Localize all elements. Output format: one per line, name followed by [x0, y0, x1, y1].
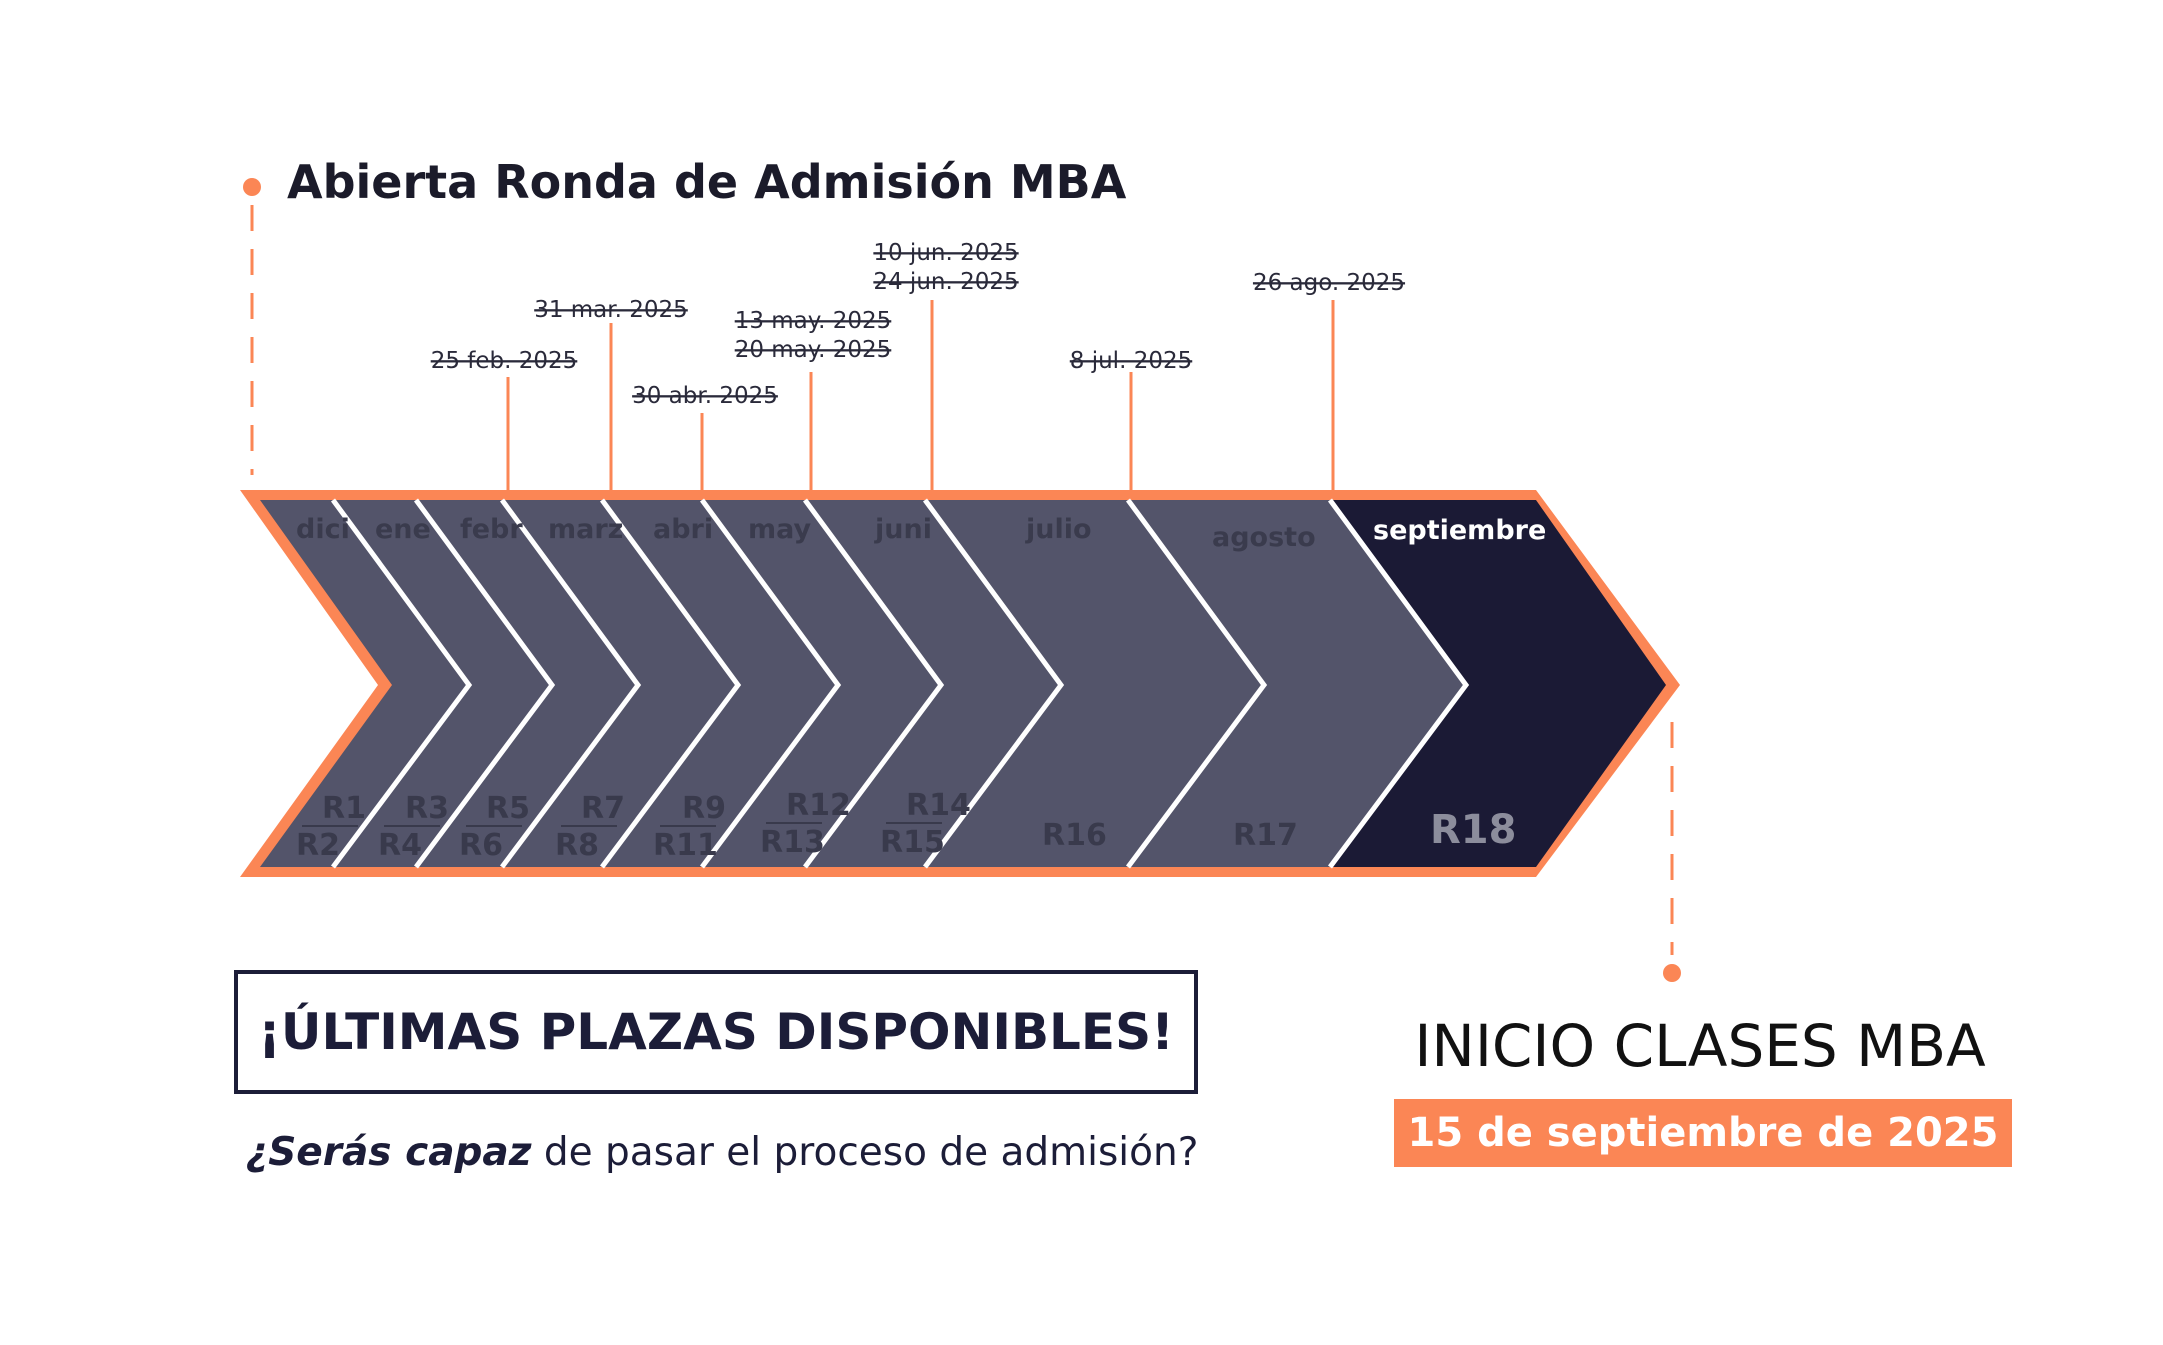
- round-label: R13: [760, 825, 825, 860]
- deadline-dates: 25 feb. 2025 31 mar. 2025 30 abr. 2025 1…: [431, 240, 1405, 409]
- banner-text: ¡ÚLTIMAS PLAZAS DISPONIBLES!: [258, 1003, 1174, 1061]
- round-label-r18: R18: [1430, 807, 1516, 853]
- month-label: marz: [548, 514, 623, 545]
- deadline-date: 24 jun. 2025: [873, 269, 1018, 295]
- round-label: R7: [581, 791, 625, 826]
- chevron-julio: [925, 500, 1264, 867]
- month-labels: dici ene febr marz abri may juni julio a…: [296, 514, 1546, 553]
- round-dividers: [302, 822, 942, 827]
- admission-question: ¿Serás capaz de pasar el proceso de admi…: [212, 1130, 1232, 1175]
- round-label: R4: [378, 828, 422, 863]
- round-label: R5: [486, 791, 530, 826]
- chevron-abril: [602, 500, 838, 867]
- round-label: R2: [296, 828, 340, 863]
- round-label: R17: [1233, 818, 1298, 853]
- round-label: R3: [405, 791, 449, 826]
- round-label: R11: [653, 828, 718, 863]
- round-label: R12: [786, 788, 851, 823]
- month-label: agosto: [1212, 522, 1316, 553]
- round-label: R16: [1042, 818, 1107, 853]
- deadline-date: 31 mar. 2025: [534, 297, 688, 323]
- start-date: 15 de septiembre de 2025: [1407, 1110, 1999, 1156]
- round-label: R8: [555, 828, 599, 863]
- chevron-septiembre: [1330, 500, 1666, 867]
- month-label: juni: [874, 514, 932, 545]
- month-label: ene: [375, 514, 431, 545]
- round-label: R9: [682, 791, 726, 826]
- chevron-marzo: [502, 500, 738, 867]
- chevron-febrero: [416, 500, 638, 867]
- date-connectors: [506, 300, 1335, 492]
- chevron-mayo: [702, 500, 941, 867]
- month-label: abri: [653, 514, 713, 545]
- question-bold: ¿Serás capaz: [245, 1130, 532, 1175]
- start-marker-dot: [1663, 964, 1681, 982]
- chevron-agosto: [1128, 500, 1466, 867]
- round-label: R1: [322, 791, 366, 826]
- chevron-separators: [330, 498, 1470, 869]
- deadline-date: 25 feb. 2025: [431, 348, 578, 374]
- round-label: R14: [906, 788, 971, 823]
- question-rest: de pasar el proceso de admisión?: [531, 1130, 1199, 1175]
- month-label-septiembre: septiembre: [1373, 515, 1546, 546]
- month-label: dici: [296, 514, 350, 545]
- title-marker-dot: [243, 178, 261, 196]
- deadline-date: 8 jul. 2025: [1070, 348, 1192, 374]
- chevron-segments: [260, 500, 1666, 867]
- month-label: julio: [1025, 514, 1092, 545]
- chevron-junio: [805, 500, 1061, 867]
- start-label: INICIO CLASES MBA: [1414, 1012, 1986, 1080]
- diagram-title: Abierta Ronda de Admisión MBA: [287, 155, 1127, 209]
- round-label: R6: [459, 828, 503, 863]
- deadline-date: 26 ago. 2025: [1253, 270, 1405, 296]
- round-labels: R1 R2 R3 R4 R5 R6 R7 R8 R9 R11 R12 R13 R…: [296, 788, 1516, 863]
- start-date-badge: 15 de septiembre de 2025: [1394, 1099, 2012, 1167]
- deadline-date: 13 may. 2025: [735, 308, 892, 334]
- month-label: febr: [460, 514, 523, 545]
- last-places-banner: ¡ÚLTIMAS PLAZAS DISPONIBLES!: [234, 970, 1198, 1094]
- chevron-enero: [333, 500, 552, 867]
- deadline-date: 30 abr. 2025: [632, 383, 778, 409]
- deadline-date: 20 may. 2025: [735, 337, 892, 363]
- chevron-diciembre: [260, 500, 469, 867]
- round-label: R15: [880, 825, 945, 860]
- month-label: may: [748, 514, 812, 545]
- deadline-date: 10 jun. 2025: [873, 240, 1018, 266]
